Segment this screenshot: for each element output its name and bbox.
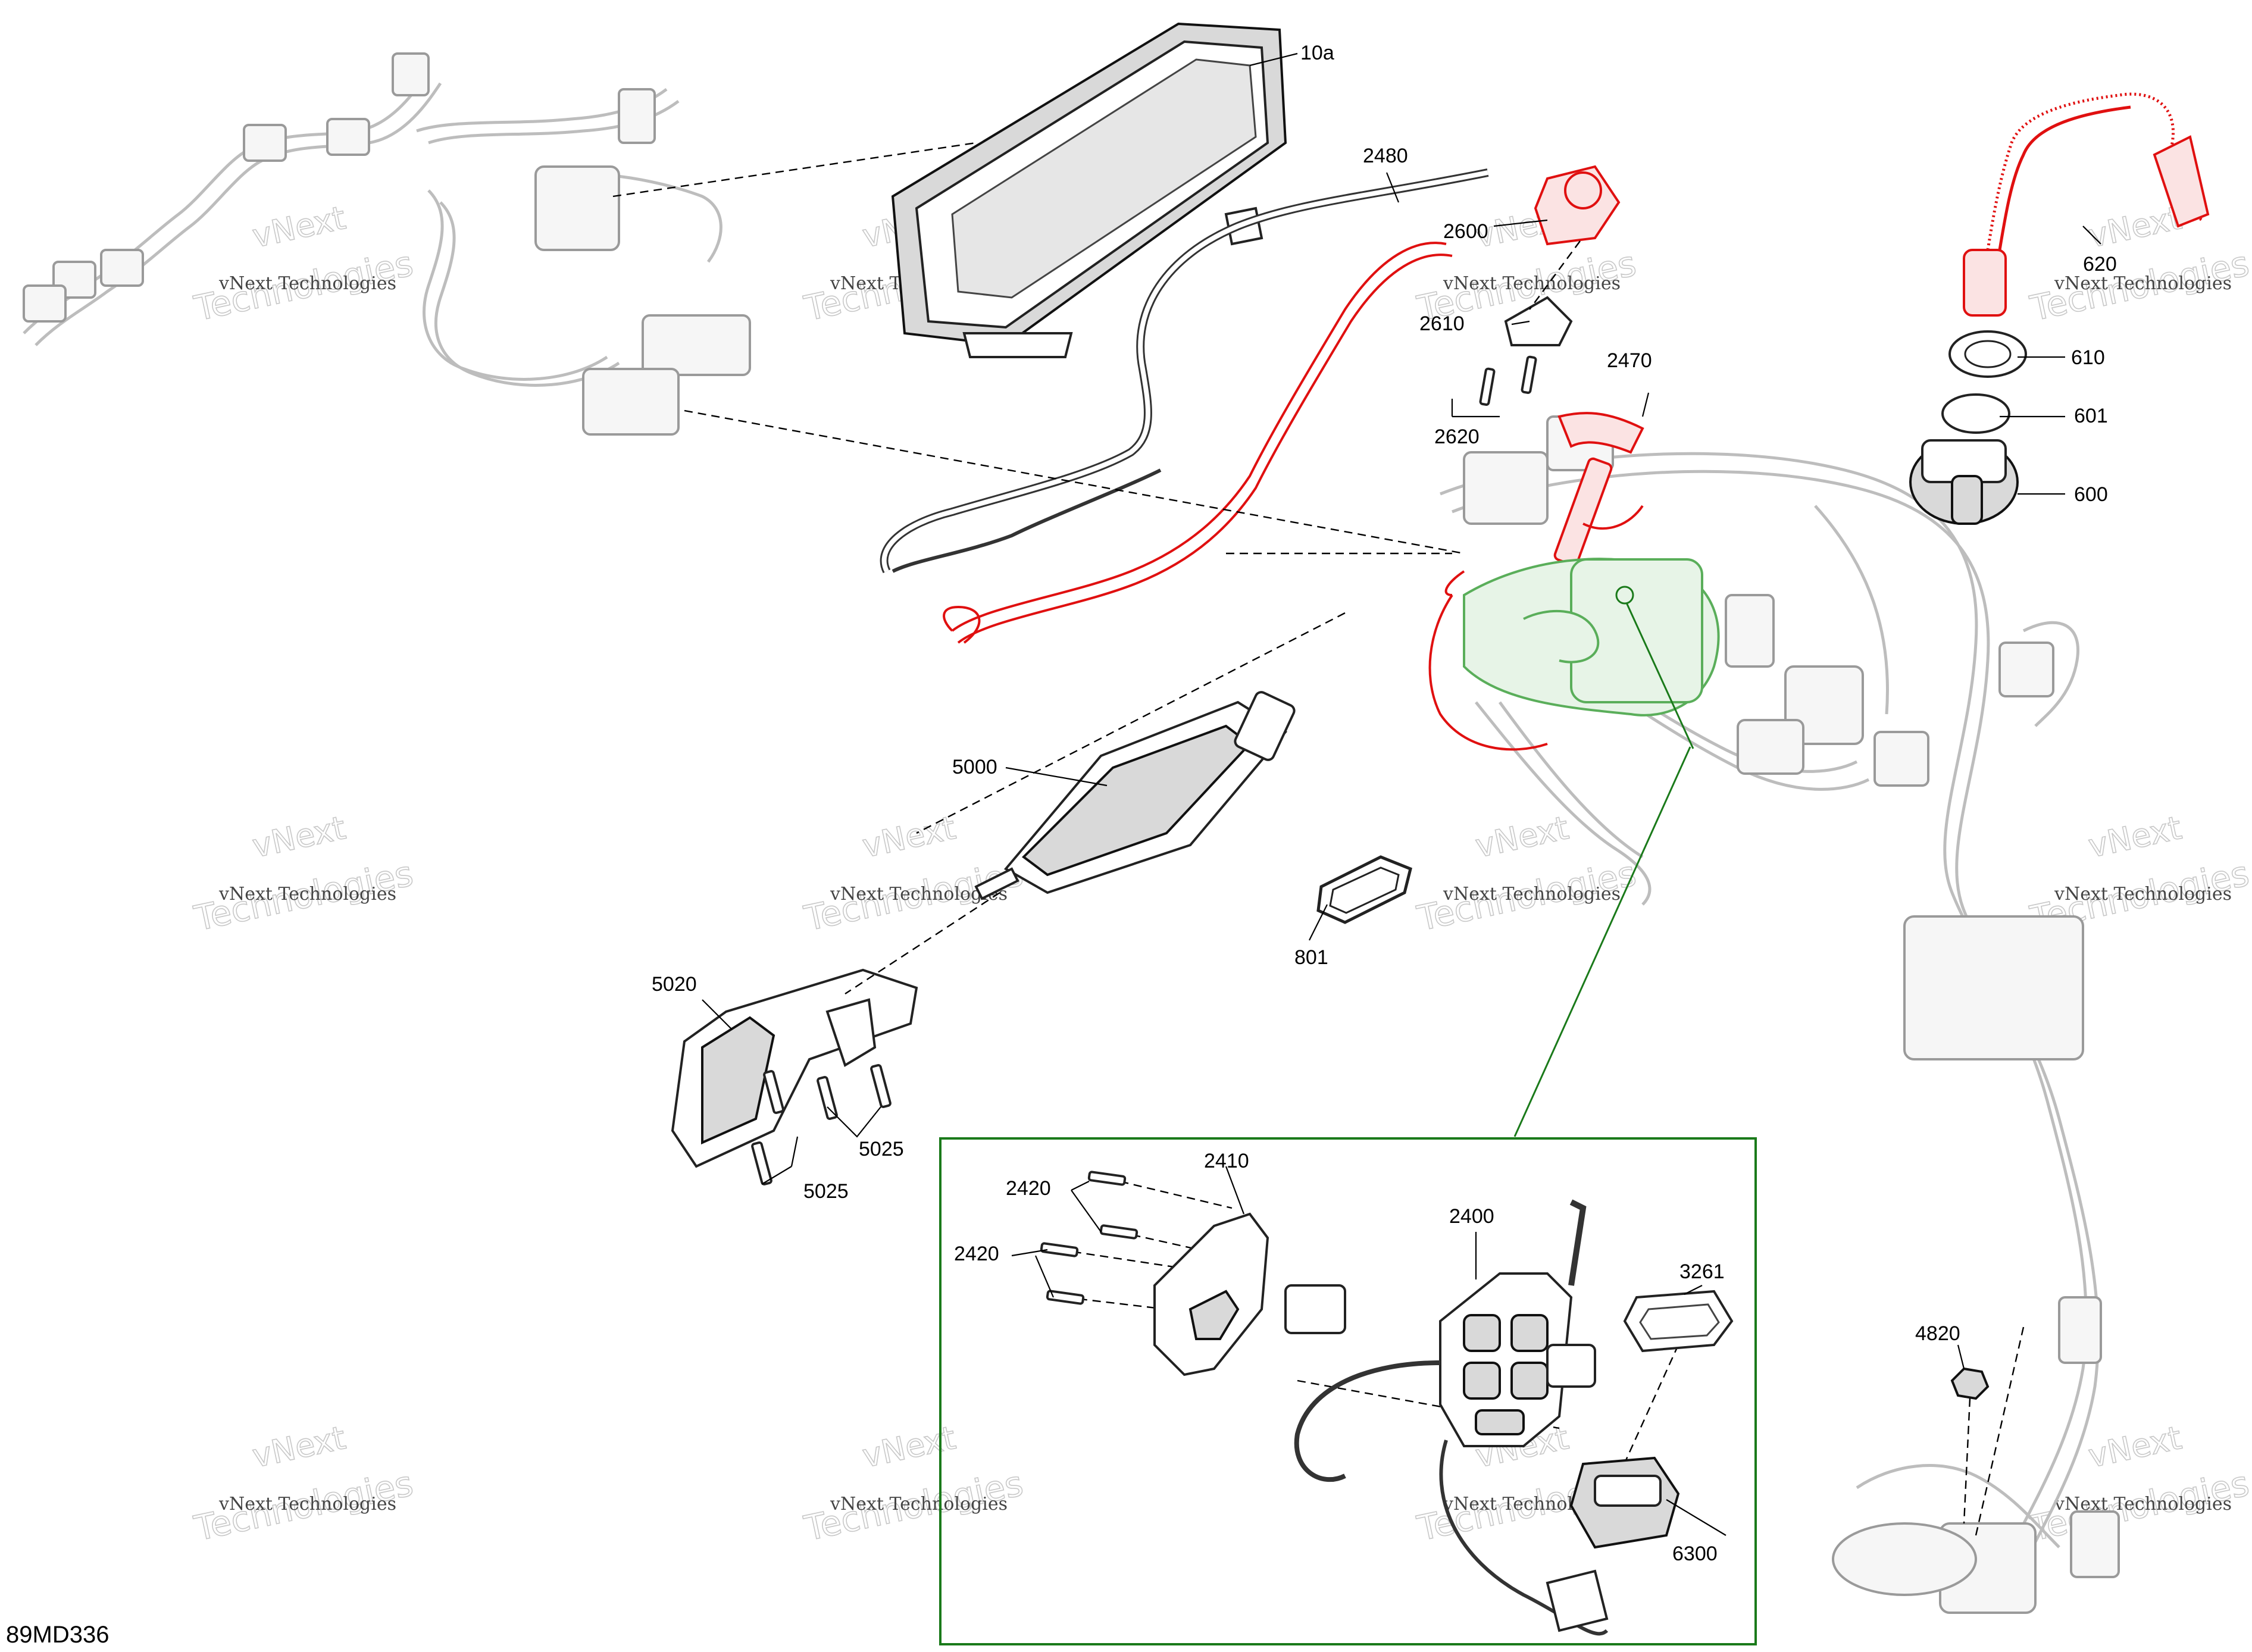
callout-2480: 2480 [1363,145,1408,167]
svg-text:vNext: vNext [1472,809,1572,865]
callout-origin-marker [1615,586,1634,605]
handlebar-switch-highlight [1463,558,1720,717]
part-6300-switch [1546,1456,1680,1632]
part-3261-cap [1623,1290,1734,1353]
part-601-washer [1941,393,2010,434]
part-4820-nut [1950,1367,1990,1400]
callout-2410: 2410 [1204,1150,1249,1172]
svg-text:vNext: vNext [2085,1419,2185,1475]
watermark-text: vNext Technologies [830,1494,1008,1515]
callout-2620: 2620 [1434,425,1480,448]
part-2610 [1504,296,1573,346]
part-801-gasket [1316,855,1412,924]
watermark: vNext Technologies [2026,1418,2252,1549]
inset-frame [939,1137,1757,1645]
callout-2420-upper: 2420 [1006,1177,1051,1200]
part-2600 [1534,165,1621,246]
callout-6300: 6300 [1672,1543,1718,1565]
callout-5025-upper: 5025 [859,1138,904,1160]
svg-text:vNext: vNext [2085,809,2185,865]
watermark-text: vNext Technologies [218,1494,396,1515]
instrument-cluster [891,22,1287,358]
watermark: vNext Technologies [1413,808,1640,939]
tether-lanyard-620 [1963,92,2210,317]
callout-801: 801 [1294,946,1328,969]
callout-601: 601 [2074,405,2108,427]
watermark-text: vNext Technologies [218,273,396,294]
leader-lines [702,52,2101,1536]
svg-text:vNext: vNext [859,1419,959,1475]
watermark: vNext Technologies [190,1418,417,1549]
watermark: vNext Technologies [190,808,417,939]
part-610-nut [1948,330,2027,378]
watermark: vNext Technologies [800,808,1027,939]
detail-inset [939,602,1757,1645]
callout-2420-lower: 2420 [954,1243,999,1265]
diagram-code: 89MD336 [6,1622,109,1648]
watermark-text: vNext Technologies [218,884,396,905]
watermark-text: vNext Technologies [2054,884,2232,905]
part-2410-housing [1153,1212,1269,1376]
red-wire-harness [943,242,1644,751]
callout-2470: 2470 [1607,349,1652,372]
svg-text:vNext: vNext [249,199,349,255]
callout-2400: 2400 [1449,1205,1494,1228]
part-600-switch [1909,439,2019,525]
callout-2600: 2600 [1443,220,1488,243]
callout-3261: 3261 [1679,1260,1725,1283]
inset-connector-line [1625,602,1694,749]
callout-5000: 5000 [952,756,997,778]
svg-text:vNext: vNext [859,809,959,865]
svg-text:vNext: vNext [249,809,349,865]
part-5020-bracket [671,968,918,1168]
callout-10a: 10a [1300,42,1334,64]
svg-text:vNext: vNext [249,1419,349,1475]
callout-600: 600 [2074,483,2108,506]
watermark-text: vNext Technologies [2054,273,2232,294]
part-2400-switch [1284,1199,1609,1636]
main-wiring-harness [1440,415,2120,1614]
part-2620-screws [1479,355,1537,406]
part-2420-screws [1040,1171,1138,1305]
callout-610: 610 [2071,346,2105,369]
callout-2610: 2610 [1419,312,1465,335]
watermark: vNext Technologies [800,1418,1027,1549]
svg-text:vNext: vNext [2085,199,2185,255]
callout-labels: 10a 2480 2600 2610 2620 2470 620 610 601… [652,42,2117,1565]
part-5000-module [974,691,1296,900]
upper-wiring-harness [23,52,751,436]
part-5025-screws [751,1064,892,1185]
watermark-text: vNext Technologies [1443,273,1621,294]
callout-5025-lower: 5025 [803,1180,849,1203]
watermark: vNext Technologies [2026,198,2252,329]
watermark: vNext Technologies [190,198,417,329]
cable-2480 [880,168,1489,574]
inset-connector-line [1513,746,1691,1137]
watermark-text: vNext Technologies [1443,884,1621,905]
callout-4820: 4820 [1915,1322,1960,1345]
callout-5020: 5020 [652,973,697,996]
callout-620: 620 [2083,253,2117,276]
